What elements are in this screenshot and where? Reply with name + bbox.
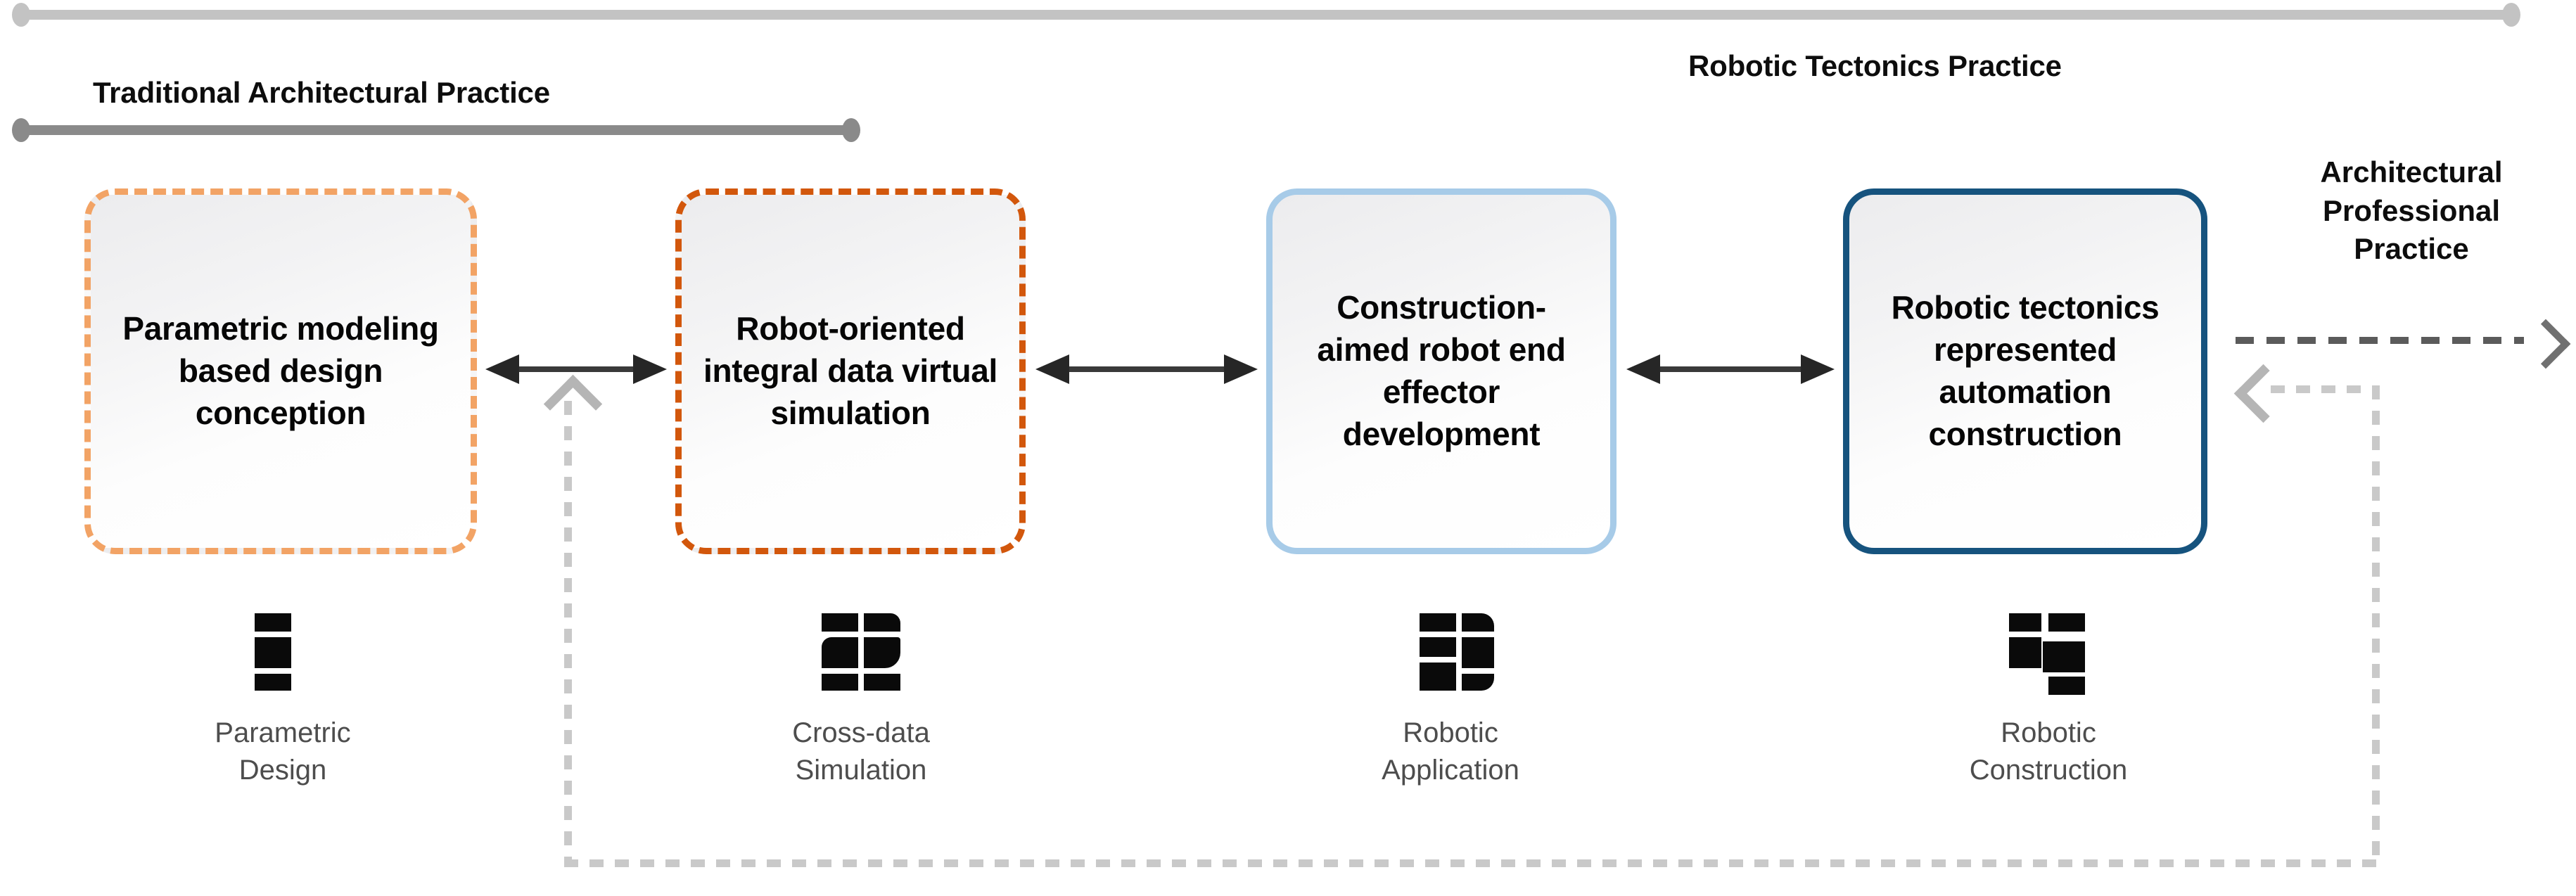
scope-label-traditional-architectural: Traditional Architectural Practice	[93, 76, 550, 109]
scope-label-robotic-tectonics: Robotic Tectonics Practice	[1688, 49, 2062, 82]
feedback-line-right-vertical	[2372, 385, 2380, 866]
stage-box-title: Robotic tectonics represented automation…	[1891, 289, 2160, 452]
stage-box-title: Parametric modeling based design concept…	[122, 310, 439, 431]
scope-bar-line	[21, 125, 851, 135]
icon-caption-robotic-application: Robotic Application	[1382, 717, 1519, 786]
bidirectional-arrow-2	[1035, 354, 1258, 384]
arrow-shaft	[1062, 366, 1231, 372]
architectural-professional-practice-label: Architectural Professional Practice	[2320, 155, 2503, 266]
arrow-head-right	[1801, 354, 1835, 384]
scope-bar-cap-left	[12, 3, 30, 27]
chevron-right-icon	[2520, 319, 2571, 369]
scope-bar-cap-left	[12, 118, 30, 142]
arrow-head-right	[1224, 354, 1258, 384]
feedback-chevron-up-icon	[543, 374, 603, 434]
stage-box-title: Robot-oriented integral data virtual sim…	[703, 310, 998, 431]
arrow-head-left	[1626, 354, 1660, 384]
robotic-construction-icon	[2009, 613, 2093, 695]
scope-bar-line	[21, 10, 2511, 20]
icon-caption-robotic-construction: Robotic Construction	[1969, 717, 2128, 786]
arrow-shaft	[1653, 366, 1808, 372]
feedback-line-top-right	[2271, 385, 2376, 393]
feedback-chevron-left-icon	[2233, 364, 2293, 423]
icon-caption-parametric-design: Parametric Design	[215, 717, 351, 786]
arrow-head-left	[485, 354, 519, 384]
arrow-head-right	[633, 354, 667, 384]
bidirectional-arrow-3	[1626, 354, 1835, 384]
parametric-design-icon	[255, 613, 339, 691]
stage-box-title: Construction-aimed robot end effector de…	[1317, 289, 1566, 452]
scope-bar-cap-right	[842, 118, 860, 142]
feedback-line-left-vertical	[564, 401, 572, 862]
icon-caption-cross-data-simulation: Cross-data Simulation	[792, 717, 930, 786]
dashed-arrow-shaft	[2236, 337, 2524, 344]
robotic-application-icon	[1420, 613, 1504, 691]
bidirectional-arrow-1	[485, 354, 667, 384]
feedback-line-bottom	[564, 859, 2379, 867]
stage-box-end-effector-development[interactable]: Construction-aimed robot end effector de…	[1266, 188, 1617, 554]
cross-data-simulation-icon	[822, 613, 906, 691]
stage-box-robotic-tectonics-construction[interactable]: Robotic tectonics represented automation…	[1843, 188, 2207, 554]
arrow-head-left	[1035, 354, 1069, 384]
professional-practice-arrow	[2236, 319, 2571, 369]
scope-bar-cap-right	[2502, 3, 2520, 27]
stage-box-robot-oriented-simulation[interactable]: Robot-oriented integral data virtual sim…	[675, 188, 1026, 554]
stage-box-parametric-modeling[interactable]: Parametric modeling based design concept…	[84, 188, 477, 554]
arrow-shaft	[512, 366, 640, 372]
